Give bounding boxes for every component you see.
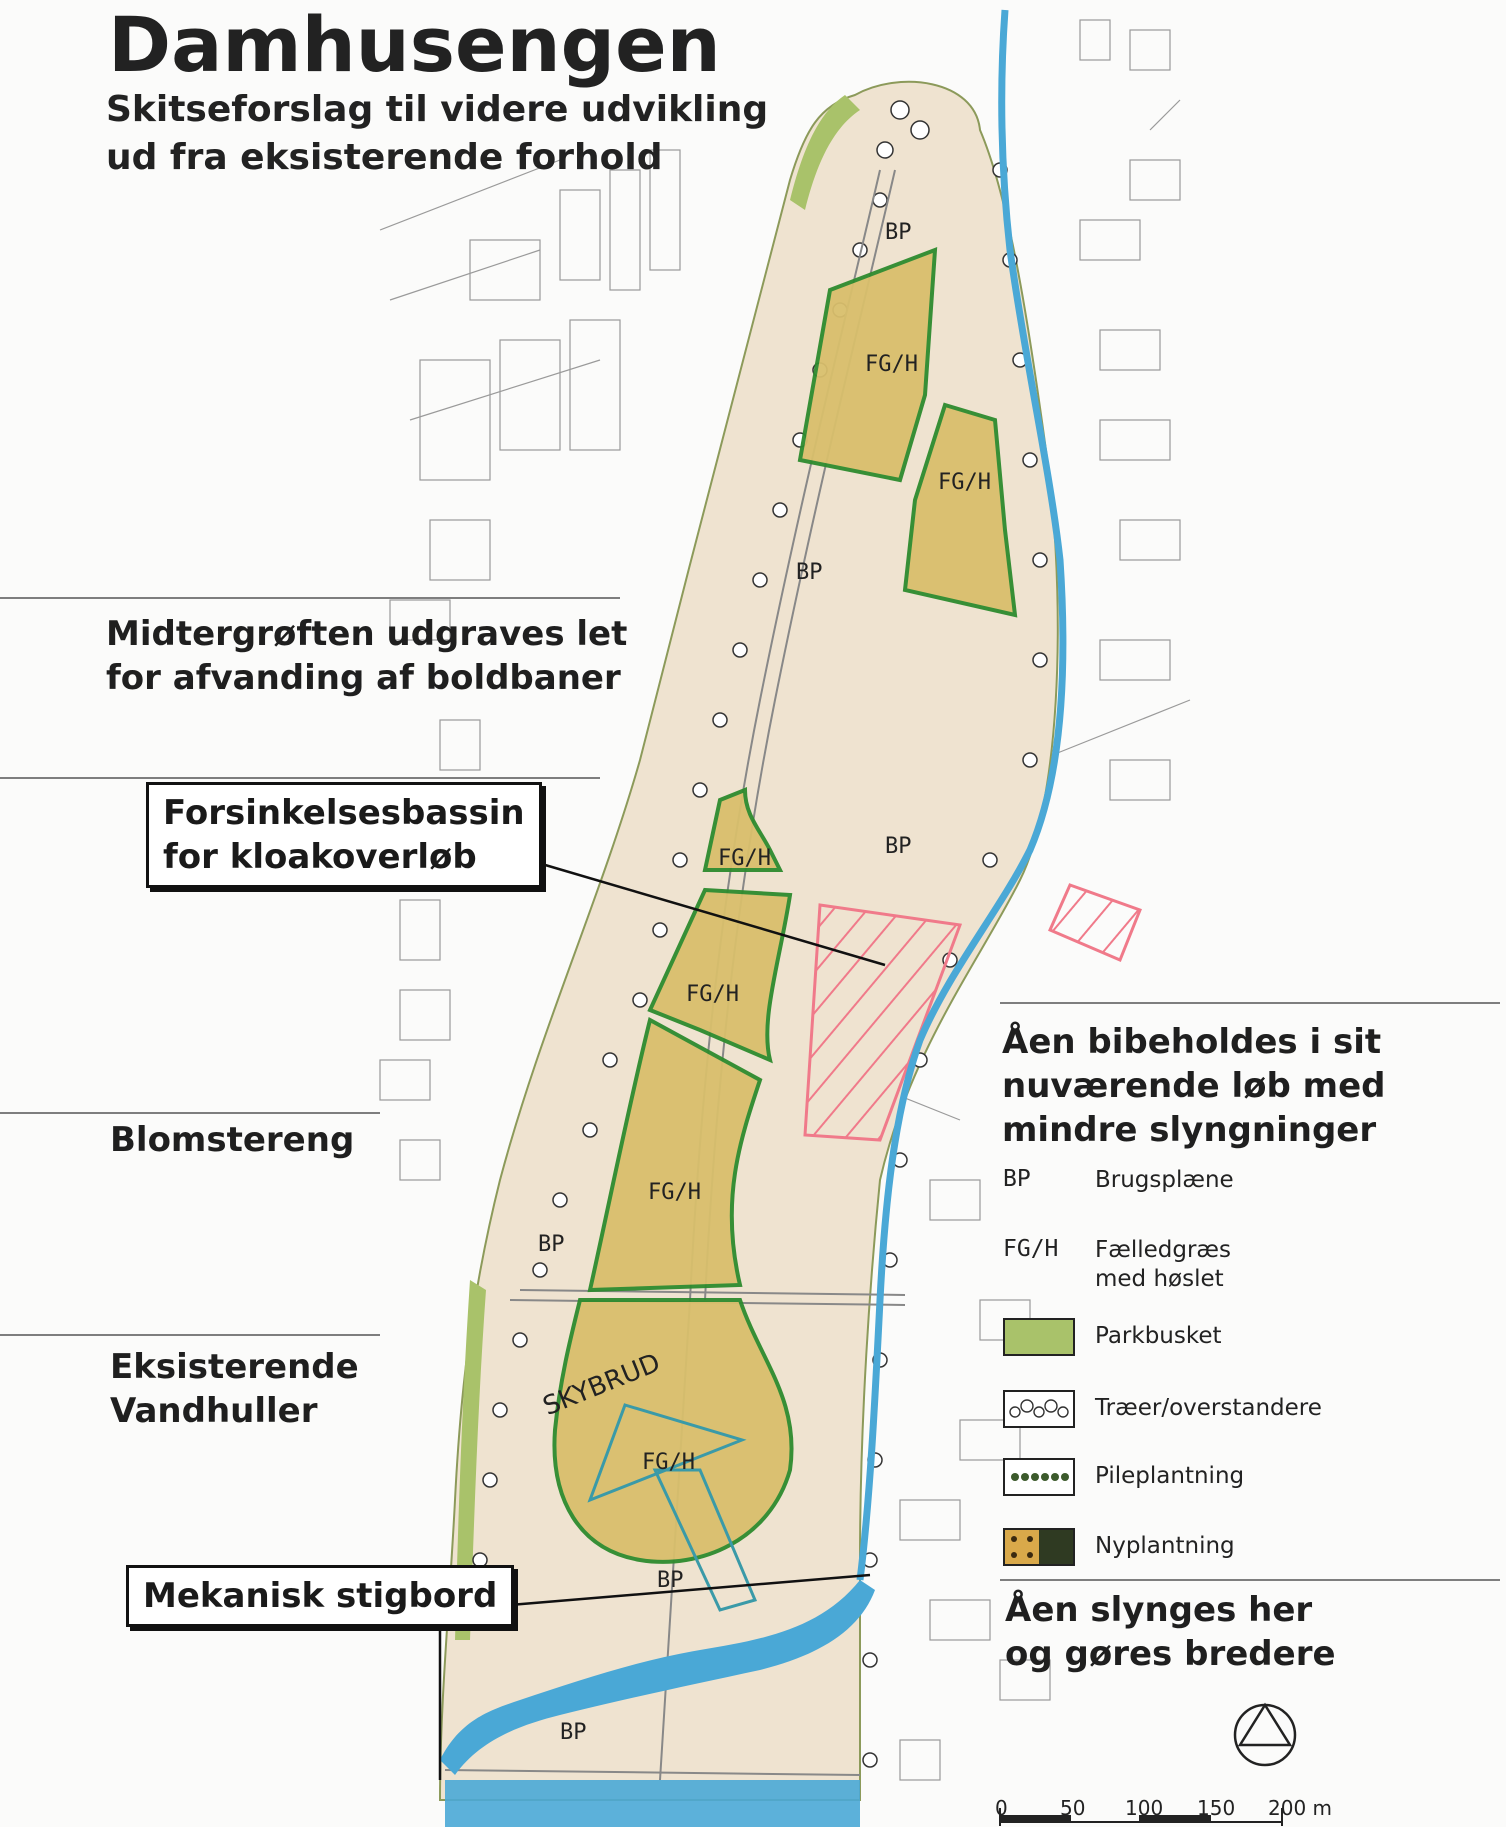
map-label-bp: BP: [657, 1568, 684, 1593]
note-blomstereng: Blomstereng: [110, 1120, 355, 1160]
note-line: Åen bibeholdes i sit: [1002, 1022, 1382, 1062]
legend-swatch-pileplantning: [1003, 1458, 1075, 1496]
legend-label-pileplantning: Pileplantning: [1095, 1463, 1245, 1489]
map-label-fgh: FG/H: [648, 1180, 701, 1205]
scale-tick: 150: [1197, 1796, 1236, 1820]
legend-label-parkbusket: Parkbusket: [1095, 1323, 1222, 1349]
map-label-fgh: FG/H: [865, 352, 918, 377]
legend-swatch-nyplantning: [1003, 1528, 1075, 1566]
legend-swatch-traeer: [1003, 1390, 1075, 1428]
river-widened: [440, 1580, 875, 1775]
note-line: og gøres bredere: [1005, 1634, 1336, 1674]
scale-bar: [999, 1808, 1283, 1826]
subtitle-line: Skitseforslag til videre udvikling: [106, 89, 769, 130]
map-label-fgh: FG/H: [686, 982, 739, 1007]
note-midtergroft: Midtergrøften udgraves let for afvanding…: [106, 612, 627, 700]
note-forsinkelsesbassin: Forsinkelsesbassin for kloakoverløb: [146, 782, 542, 888]
note-stigbord: Mekanisk stigbord: [126, 1565, 515, 1627]
legend-label-bp: Brugsplæne: [1095, 1167, 1234, 1193]
page-title: Damhusengen: [108, 0, 721, 89]
north-arrow-icon: [1233, 1702, 1297, 1767]
note-line: mindre slyngninger: [1002, 1110, 1377, 1150]
page-subtitle: Skitseforslag til videre udvikling ud fr…: [106, 86, 768, 182]
scale-tick: 100: [1125, 1796, 1164, 1820]
legend-code-bp: BP: [1003, 1166, 1031, 1192]
legend-label-line: med høslet: [1095, 1266, 1224, 1292]
note-aen-bibeholdes: Åen bibeholdes i sit nuværende løb med m…: [1002, 1020, 1385, 1152]
map-label-bp: BP: [560, 1720, 587, 1745]
map-label-bp: BP: [796, 560, 823, 585]
retention-basin: [803, 903, 963, 1142]
note-line: Vandhuller: [110, 1391, 318, 1431]
willow-symbol-icon: [1011, 1473, 1069, 1481]
new-planting-symbol-icon: [1005, 1530, 1039, 1564]
note-line: Forsinkelsesbassin: [163, 793, 525, 833]
parkbusket-strip: [790, 95, 860, 210]
river: [856, 9, 1067, 1581]
map-label-fgh: FG/H: [642, 1450, 695, 1475]
tree-symbol-icon: [1009, 1399, 1069, 1418]
legend-label-nyplantning: Nyplantning: [1095, 1533, 1235, 1559]
map-label-bp: BP: [885, 220, 912, 245]
subtitle-line: ud fra eksisterende forhold: [106, 137, 663, 178]
map-label-bp: BP: [538, 1232, 565, 1257]
legend-label-fgh: Fælledgræs med høslet: [1095, 1236, 1231, 1294]
note-line: Åen slynges her: [1005, 1590, 1313, 1630]
building-outlines: [379, 19, 1191, 1781]
note-line: for kloakoverløb: [163, 837, 477, 877]
lake: [445, 1780, 860, 1827]
legend-code-fgh: FG/H: [1003, 1236, 1059, 1262]
separator-lines: [0, 597, 1500, 1581]
skybrud-basin: [587, 1403, 758, 1612]
parkbusket-strip-west: [455, 1280, 486, 1640]
legend-label-line: Fælledgræs: [1095, 1237, 1231, 1263]
map-label-fgh: FG/H: [718, 846, 771, 871]
map-label-bp: BP: [885, 834, 912, 859]
note-vandhuller: Eksisterende Vandhuller: [110, 1345, 359, 1433]
scale-tick: 200 m: [1268, 1796, 1333, 1820]
note-line: Eksisterende: [110, 1347, 359, 1387]
note-line: for afvanding af boldbaner: [106, 658, 621, 698]
callout-lines: [438, 860, 886, 1780]
map-label-fgh: FG/H: [938, 470, 991, 495]
faelledgraes-areas: [552, 247, 1018, 1564]
retention-basin-east: [1048, 883, 1142, 962]
legend-label-traeer: Træer/overstandere: [1095, 1395, 1322, 1421]
note-line: nuværende løb med: [1002, 1066, 1386, 1106]
note-line: Midtergrøften udgraves let: [106, 614, 628, 654]
scale-tick: 0: [995, 1796, 1008, 1820]
note-aen-slynges: Åen slynges her og gøres bredere: [1005, 1588, 1336, 1676]
scale-tick: 50: [1060, 1796, 1086, 1820]
legend-swatch-parkbusket: [1003, 1318, 1075, 1356]
